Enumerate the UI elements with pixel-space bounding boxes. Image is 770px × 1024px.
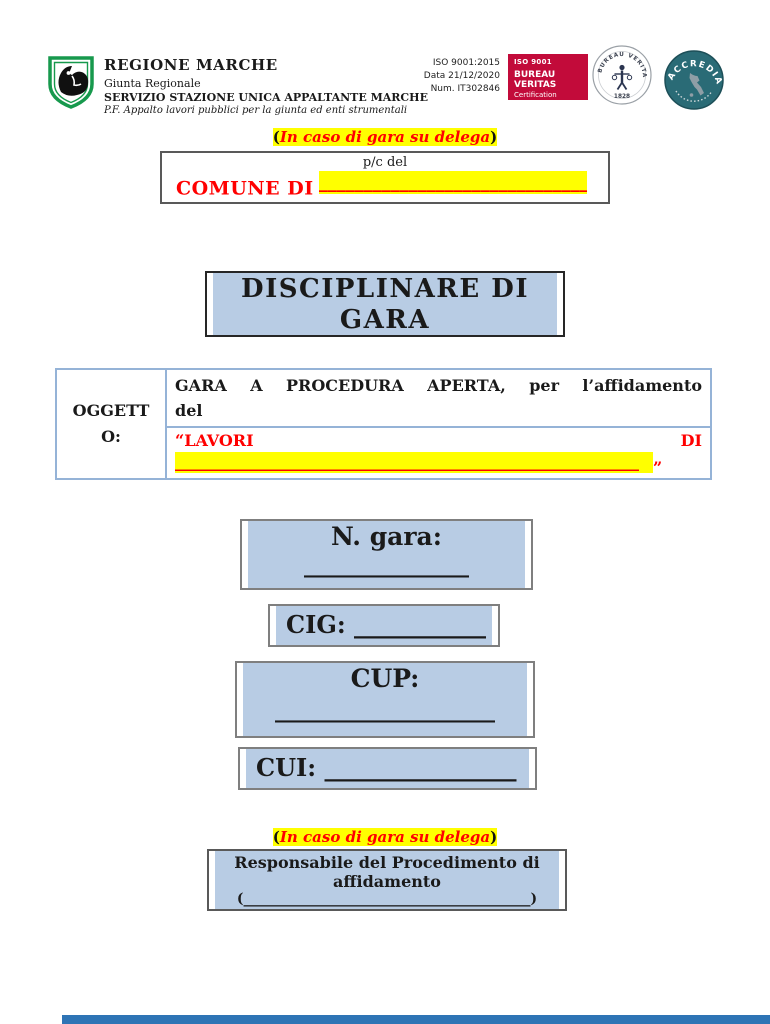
comune-box: p/c del COMUNE DI ______________________… <box>160 151 610 204</box>
org-unit: P.F. Appalto lavori pubblici per la giun… <box>104 105 408 116</box>
org-subtitle: Giunta Regionale <box>104 77 201 90</box>
footer-page-break-bar <box>62 1015 770 1024</box>
delega-note-top: (In caso di gara su delega) <box>0 128 770 146</box>
delega-close-paren: ) <box>490 128 498 146</box>
responsible-blank-field[interactable]: (_______________________________________… <box>236 891 538 907</box>
title-box-fill: DISCIPLINARE DI GARA <box>213 273 557 335</box>
cig-line: CIG: ___________ <box>276 606 492 639</box>
cup-blank-field[interactable]: ____________________ <box>275 697 495 723</box>
procedure-line2: del <box>175 401 203 420</box>
works-blank-line: ________________________________________… <box>175 452 702 477</box>
procedure-line1: GARA A PROCEDURA APERTA, per l’affidamen… <box>175 376 702 395</box>
works-close: ” <box>653 457 663 477</box>
responsible-title: Responsabile del Procedimento di affidam… <box>234 853 540 891</box>
title-box: DISCIPLINARE DI GARA <box>205 271 565 337</box>
bv-seal-year: 1828 <box>614 94 630 100</box>
cig-box: CIG: ___________ <box>268 604 500 647</box>
responsible-box: Responsabile del Procedimento di affidam… <box>207 849 567 911</box>
cup-box-fill: CUP: ____________________ <box>243 663 527 736</box>
comune-intro: p/c del <box>362 155 408 170</box>
regione-marche-logo-icon <box>48 56 94 109</box>
bureau-veritas-badge: ISO 9001 BUREAU VERITAS Certification <box>508 54 588 100</box>
delega-close-paren: ) <box>490 828 498 846</box>
responsible-box-fill: Responsabile del Procedimento di affidam… <box>215 851 559 909</box>
delega-text: In caso di gara su delega <box>279 828 491 846</box>
iso-line: ISO 9001:2015 <box>432 58 500 68</box>
oggetto-works-cell: “LAVORI DI _____________________________… <box>167 428 710 478</box>
cui-box-fill: CUI: ________________ <box>246 749 529 788</box>
cui-line: CUI: ________________ <box>246 749 529 782</box>
iso-line: Data 21/12/2020 <box>423 71 500 81</box>
cup-label: CUP: <box>350 664 420 693</box>
org-header: REGIONE MARCHE Giunta Regionale SERVIZIO… <box>104 56 434 116</box>
cui-label: CUI: <box>256 753 317 782</box>
accredia-seal-icon: ACCREDIA <box>664 50 724 110</box>
delega-open-paren: ( <box>272 828 280 846</box>
works-blank-field[interactable]: ________________________________________… <box>175 452 653 473</box>
cig-box-fill: CIG: ___________ <box>276 606 492 645</box>
comune-row: COMUNE DI ______________________________ <box>176 171 608 199</box>
cui-box: CUI: ________________ <box>238 747 537 790</box>
delega-open-paren: ( <box>272 128 280 146</box>
gara-blank-field[interactable]: _______________ <box>304 552 469 578</box>
cig-blank-field[interactable]: ___________ <box>354 610 487 639</box>
comune-blank-field[interactable]: ______________________________ <box>318 171 587 195</box>
cig-label: CIG: <box>286 610 346 639</box>
gara-label: N. gara: <box>331 522 442 551</box>
oggetto-procedure-cell: GARA A PROCEDURA APERTA, per l’affidamen… <box>167 370 710 428</box>
delega-note-bottom: (In caso di gara su delega) <box>0 828 770 846</box>
bv-sub-label: Certification <box>514 91 557 99</box>
org-service: SERVIZIO STAZIONE UNICA APPALTANTE MARCH… <box>104 91 428 104</box>
oggetto-table: OGGETT O: GARA A PROCEDURA APERTA, per l… <box>55 368 712 480</box>
works-open: “LAVORI <box>175 431 254 450</box>
oggetto-label-cell: OGGETT O: <box>57 370 167 478</box>
iso-certification-text: ISO 9001:2015 Data 21/12/2020 Num. IT302… <box>418 57 500 96</box>
works-di: DI <box>680 431 702 450</box>
italy-map-shape <box>689 73 704 96</box>
comune-label: COMUNE DI <box>176 177 314 200</box>
iso-line: Num. IT302846 <box>430 84 500 94</box>
bv-iso-label: ISO 9001 <box>514 58 552 66</box>
bureau-veritas-seal-icon: BUREAU VERITAS 1828 <box>591 44 652 105</box>
document-title: DISCIPLINARE DI GARA <box>241 274 529 335</box>
bv-name-label: BUREAU VERITAS <box>514 70 557 90</box>
cui-blank-field[interactable]: ________________ <box>324 753 517 782</box>
gara-box-fill: N. gara: _______________ <box>248 521 525 588</box>
works-line: “LAVORI DI <box>175 430 702 452</box>
org-name: REGIONE MARCHE <box>104 56 278 74</box>
cup-box: CUP: ____________________ <box>235 661 535 738</box>
delega-text: In caso di gara su delega <box>279 128 491 146</box>
gara-number-box: N. gara: _______________ <box>240 519 533 590</box>
